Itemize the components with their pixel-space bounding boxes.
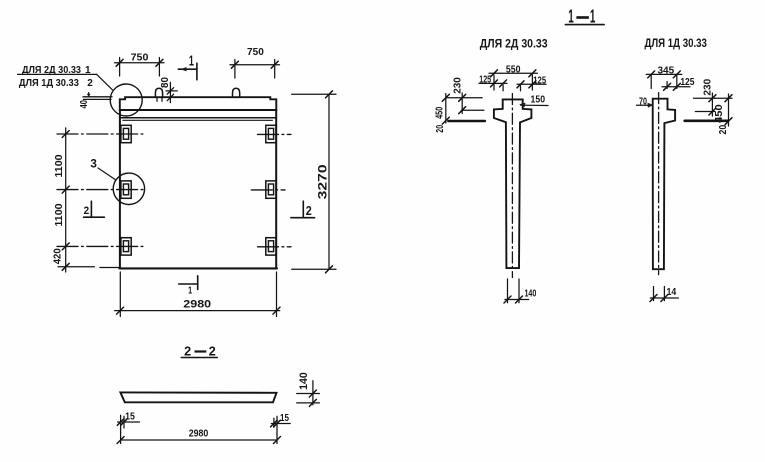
svg-text:ДЛЯ 1Д 30.33: ДЛЯ 1Д 30.33 xyxy=(645,36,708,50)
svg-text:ДЛЯ 1Д 30.33: ДЛЯ 1Д 30.33 xyxy=(19,78,79,89)
svg-text:420: 420 xyxy=(53,248,64,264)
svg-text:140: 140 xyxy=(524,288,536,299)
svg-text:80: 80 xyxy=(160,77,171,88)
svg-text:14: 14 xyxy=(667,287,677,298)
svg-text:345: 345 xyxy=(657,66,674,77)
svg-text:450: 450 xyxy=(714,104,725,123)
svg-text:3270: 3270 xyxy=(316,164,330,199)
svg-text:450: 450 xyxy=(434,107,445,119)
svg-text:1: 1 xyxy=(85,65,91,76)
svg-text:1: 1 xyxy=(590,7,596,27)
svg-text:2: 2 xyxy=(84,205,90,217)
svg-text:750: 750 xyxy=(247,47,264,58)
svg-text:1: 1 xyxy=(568,7,574,27)
svg-text:15: 15 xyxy=(125,412,135,423)
svg-text:1100: 1100 xyxy=(54,154,65,177)
svg-text:2980: 2980 xyxy=(189,429,209,440)
svg-text:2: 2 xyxy=(87,78,93,89)
svg-text:3: 3 xyxy=(90,159,97,171)
svg-text:2: 2 xyxy=(209,345,216,359)
svg-text:230: 230 xyxy=(453,77,464,94)
svg-text:20: 20 xyxy=(435,125,446,133)
svg-text:ДЛЯ 2Д 30.33: ДЛЯ 2Д 30.33 xyxy=(22,65,81,76)
svg-text:550: 550 xyxy=(506,64,521,75)
svg-text:125: 125 xyxy=(479,75,491,86)
svg-text:70: 70 xyxy=(639,96,647,107)
svg-text:2980: 2980 xyxy=(183,298,211,310)
svg-text:230: 230 xyxy=(702,79,713,96)
svg-text:150: 150 xyxy=(531,95,546,106)
svg-text:15: 15 xyxy=(280,413,289,424)
svg-text:125: 125 xyxy=(533,75,546,86)
svg-text:1: 1 xyxy=(189,54,194,70)
svg-text:20: 20 xyxy=(718,125,729,135)
svg-text:2: 2 xyxy=(306,204,312,218)
svg-text:40: 40 xyxy=(79,100,90,109)
svg-text:ДЛЯ 2Д 30.33: ДЛЯ 2Д 30.33 xyxy=(480,37,548,51)
svg-text:125: 125 xyxy=(680,77,694,88)
svg-text:1100: 1100 xyxy=(54,203,65,226)
svg-text:1: 1 xyxy=(188,285,192,297)
svg-text:750: 750 xyxy=(131,53,149,64)
svg-text:140: 140 xyxy=(298,372,310,390)
svg-text:2: 2 xyxy=(184,345,191,359)
